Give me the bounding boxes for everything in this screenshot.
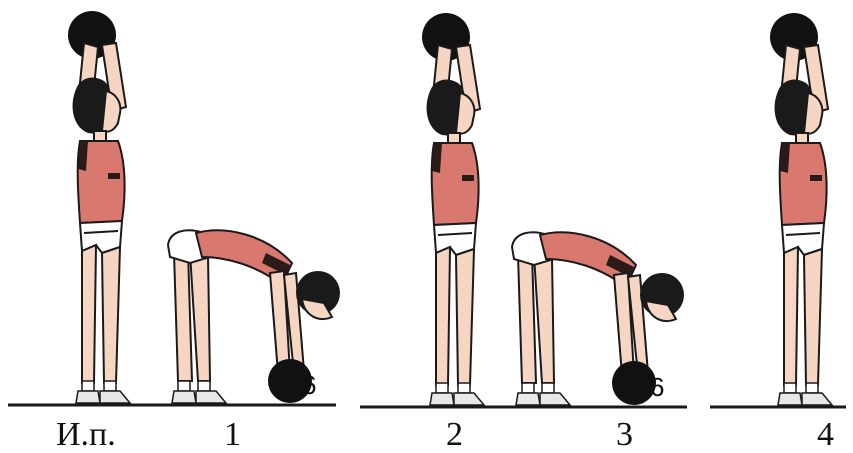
- figure-initial-standing: [68, 11, 130, 403]
- figure-4-standing: [770, 13, 832, 405]
- figure-2-standing: [422, 13, 484, 405]
- caption-initial-position: И.п.: [56, 418, 116, 452]
- caption-step-4: 4: [817, 418, 834, 452]
- ball-weight-label-3: 6: [650, 372, 664, 402]
- ball-weight-label-1: 6: [302, 370, 316, 400]
- caption-step-2: 2: [446, 418, 463, 452]
- caption-step-3: 3: [616, 418, 633, 452]
- caption-step-1: 1: [224, 418, 241, 452]
